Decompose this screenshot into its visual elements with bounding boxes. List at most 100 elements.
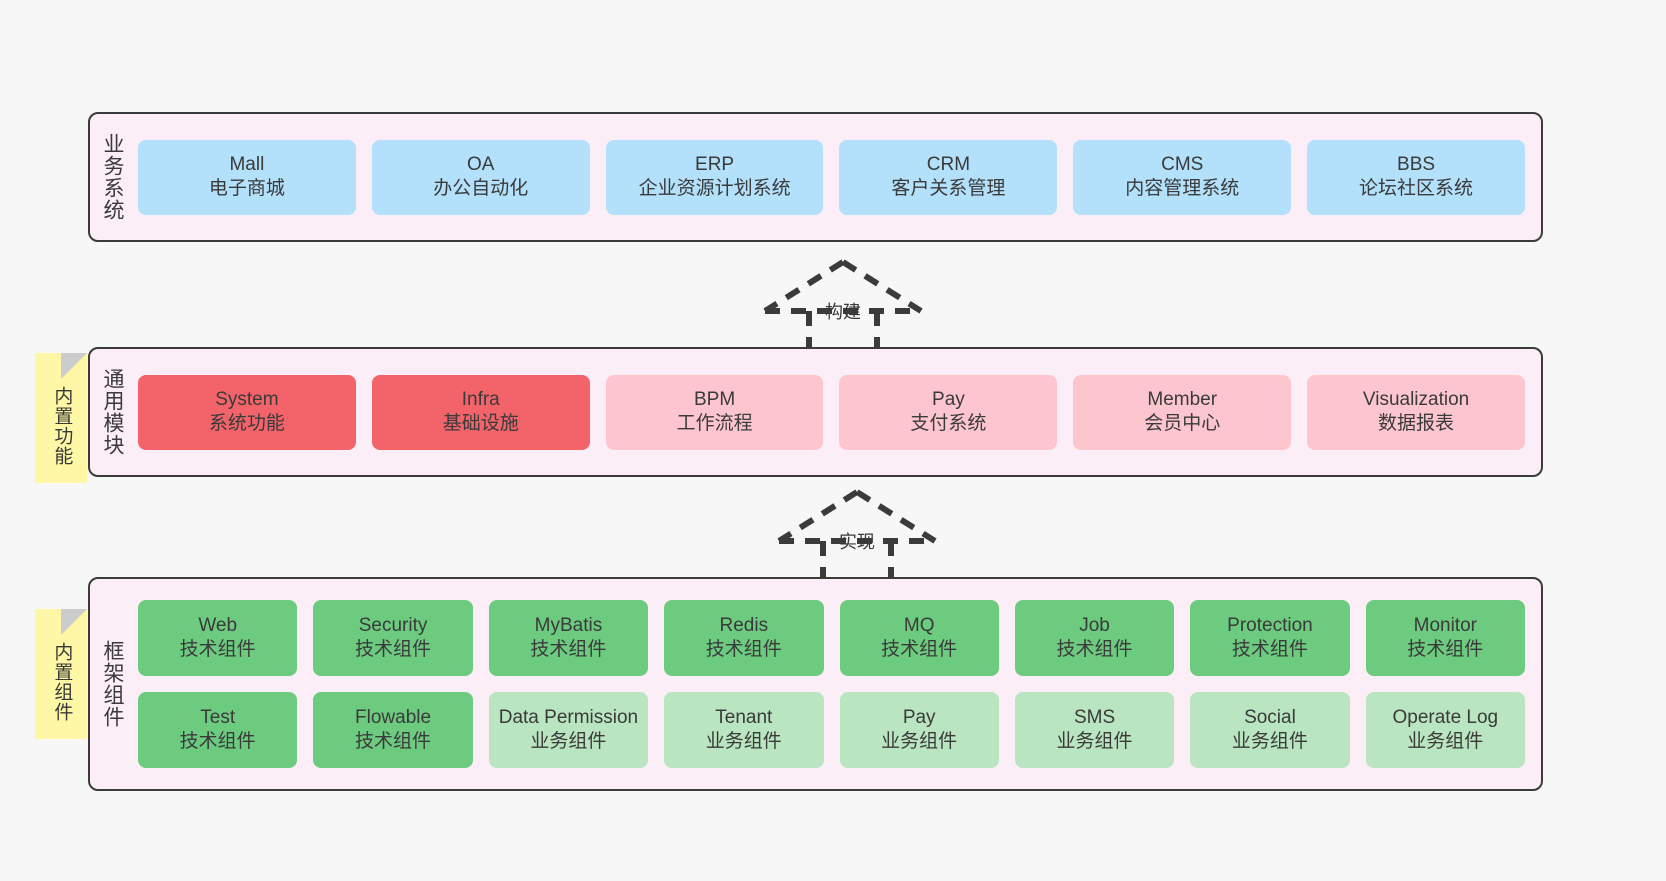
cell-cn-label: 系统功能 [208, 413, 285, 434]
cell-en-label: MyBatis [534, 614, 603, 636]
cell-cn-label: 会员中心 [1144, 413, 1221, 434]
connector-implement-arrow: 实现 [762, 488, 952, 588]
layer-business-body: Mall 电子商城 OA 办公自动化 ERP 企业资源计划系统 CRM 客户关系… [134, 114, 1541, 240]
business-cell-erp[interactable]: ERP 企业资源计划系统 [605, 139, 824, 215]
cell-en-label: CMS [1161, 153, 1204, 175]
cell-en-label: Visualization [1362, 388, 1470, 410]
cell-en-label: Infra [461, 388, 500, 410]
cell-en-label: MQ [903, 614, 935, 636]
cell-en-label: BBS [1397, 153, 1436, 175]
cell-cn-label: 技术组件 [705, 639, 782, 660]
cell-cn-label: 业务组件 [1231, 731, 1308, 752]
cell-en-label: CRM [926, 153, 971, 175]
framework-cell-test[interactable]: Test 技术组件 [138, 692, 298, 768]
connector-build-label: 构建 [825, 302, 861, 322]
framework-cell-operate-log[interactable]: Operate Log 业务组件 [1365, 692, 1525, 768]
cell-cn-label: 技术组件 [1231, 639, 1308, 660]
cell-cn-label: 基础设施 [442, 413, 519, 434]
layer-framework-components: 框架组件 Web 技术组件 Security 技术组件 MyBatis 技术组件… [88, 577, 1543, 791]
cell-cn-label: 客户关系管理 [891, 178, 1006, 199]
cell-en-label: ERP [695, 153, 735, 175]
cell-en-label: Protection [1227, 614, 1313, 636]
sticky-note-label: 内置功能 [51, 386, 73, 466]
framework-cell-social[interactable]: Social 业务组件 [1190, 692, 1350, 768]
cell-cn-label: 企业资源计划系统 [638, 178, 791, 199]
module-cell-system[interactable]: System 系统功能 [138, 374, 356, 450]
business-cell-cms[interactable]: CMS 内容管理系统 [1073, 139, 1292, 215]
cell-en-label: Test [200, 706, 236, 728]
cell-en-label: BPM [693, 388, 736, 410]
cell-cn-label: 业务组件 [705, 731, 782, 752]
cell-cn-label: 技术组件 [355, 731, 432, 752]
business-cell-row: Mall 电子商城 OA 办公自动化 ERP 企业资源计划系统 CRM 客户关系… [138, 139, 1525, 215]
sticky-note-label: 内置组件 [51, 642, 73, 722]
cell-en-label: Job [1079, 614, 1110, 636]
framework-cell-tenant[interactable]: Tenant 业务组件 [664, 692, 824, 768]
layer-framework-title: 框架组件 [100, 640, 124, 728]
cell-en-label: System [215, 388, 279, 410]
cell-cn-label: 业务组件 [1407, 731, 1484, 752]
cell-cn-label: 技术组件 [1407, 639, 1484, 660]
cell-cn-label: 论坛社区系统 [1359, 178, 1474, 199]
cell-cn-label: 数据报表 [1378, 413, 1455, 434]
framework-cell-security[interactable]: Security 技术组件 [313, 600, 473, 676]
business-cell-mall[interactable]: Mall 电子商城 [138, 139, 356, 215]
cell-en-label: Security [358, 614, 428, 636]
modules-cell-row: System 系统功能 Infra 基础设施 BPM 工作流程 Pay 支付系统… [138, 374, 1525, 450]
framework-cell-protection[interactable]: Protection 技术组件 [1190, 600, 1350, 676]
module-cell-visualization[interactable]: Visualization 数据报表 [1307, 374, 1525, 450]
framework-cell-pay[interactable]: Pay 业务组件 [839, 692, 999, 768]
cell-en-label: Tenant [715, 706, 773, 728]
framework-cell-job[interactable]: Job 技术组件 [1014, 600, 1175, 676]
cell-en-label: Operate Log [1392, 706, 1499, 728]
sticky-note-builtin-functions: 内置功能 [35, 353, 87, 483]
cell-cn-label: 业务组件 [881, 731, 958, 752]
cell-en-label: SMS [1073, 706, 1116, 728]
framework-tech-row: Web 技术组件 Security 技术组件 MyBatis 技术组件 Redi… [138, 600, 1525, 676]
cell-en-label: Member [1147, 388, 1218, 410]
cell-cn-label: 技术组件 [355, 639, 432, 660]
framework-business-row: Test 技术组件 Flowable 技术组件 Data Permission … [138, 692, 1525, 768]
framework-cell-redis[interactable]: Redis 技术组件 [664, 600, 824, 676]
framework-cell-monitor[interactable]: Monitor 技术组件 [1365, 600, 1525, 676]
business-cell-bbs[interactable]: BBS 论坛社区系统 [1307, 139, 1525, 215]
cell-cn-label: 技术组件 [881, 639, 958, 660]
cell-cn-label: 内容管理系统 [1125, 178, 1240, 199]
framework-cell-flowable[interactable]: Flowable 技术组件 [313, 692, 473, 768]
cell-cn-label: 电子商城 [208, 178, 285, 199]
module-cell-pay[interactable]: Pay 支付系统 [839, 374, 1058, 450]
cell-en-label: Monitor [1413, 614, 1477, 636]
framework-cell-sms[interactable]: SMS 业务组件 [1014, 692, 1175, 768]
layer-modules-title: 通用模块 [100, 368, 124, 456]
module-cell-member[interactable]: Member 会员中心 [1073, 374, 1292, 450]
framework-cell-web[interactable]: Web 技术组件 [138, 600, 298, 676]
framework-cell-mybatis[interactable]: MyBatis 技术组件 [488, 600, 649, 676]
framework-cell-mq[interactable]: MQ 技术组件 [839, 600, 999, 676]
business-cell-oa[interactable]: OA 办公自动化 [371, 139, 590, 215]
cell-en-label: Pay [932, 388, 965, 410]
module-cell-infra[interactable]: Infra 基础设施 [371, 374, 590, 450]
cell-cn-label: 工作流程 [676, 413, 753, 434]
layer-business-systems: 业务系统 Mall 电子商城 OA 办公自动化 ERP 企业资源计划系统 CRM… [88, 112, 1543, 242]
sticky-note-builtin-components: 内置组件 [35, 609, 87, 739]
cell-cn-label: 业务组件 [530, 731, 607, 752]
connector-build-arrow: 构建 [748, 258, 938, 358]
cell-cn-label: 技术组件 [179, 639, 256, 660]
connector-implement-label: 实现 [839, 532, 875, 552]
cell-en-label: Data Permission [498, 706, 639, 728]
framework-cell-data-permission[interactable]: Data Permission 业务组件 [488, 692, 649, 768]
cell-cn-label: 技术组件 [179, 731, 256, 752]
cell-en-label: OA [467, 153, 495, 175]
layer-modules-body: System 系统功能 Infra 基础设施 BPM 工作流程 Pay 支付系统… [134, 349, 1541, 475]
cell-en-label: Mall [229, 153, 265, 175]
layer-business-title: 业务系统 [100, 133, 124, 221]
cell-en-label: Web [198, 614, 238, 636]
module-cell-bpm[interactable]: BPM 工作流程 [605, 374, 824, 450]
cell-cn-label: 技术组件 [1056, 639, 1133, 660]
cell-en-label: Social [1244, 706, 1296, 728]
cell-en-label: Flowable [355, 706, 432, 728]
cell-cn-label: 支付系统 [910, 413, 987, 434]
business-cell-crm[interactable]: CRM 客户关系管理 [839, 139, 1058, 215]
cell-cn-label: 业务组件 [1056, 731, 1133, 752]
